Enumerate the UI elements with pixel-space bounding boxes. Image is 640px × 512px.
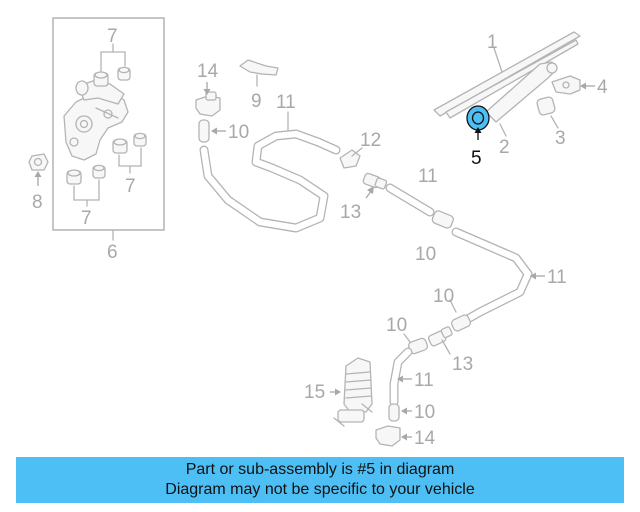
banner-line-disclaimer: Diagram may not be specific to your vehi… bbox=[165, 481, 475, 498]
nut-5-highlighted bbox=[466, 105, 490, 140]
label-part-10-left: 10 bbox=[386, 315, 407, 336]
label-part-13-upper: 13 bbox=[340, 202, 361, 223]
label-part-7-bottom: 7 bbox=[81, 208, 92, 229]
label-part-2: 2 bbox=[499, 137, 510, 158]
label-part-7-top: 7 bbox=[107, 26, 118, 47]
clip-9 bbox=[239, 59, 279, 87]
hose-11-lower bbox=[389, 347, 413, 407]
hose-10-topleft bbox=[198, 119, 226, 143]
wiper-motor bbox=[63, 79, 129, 161]
connector-14-top bbox=[195, 82, 221, 117]
label-part-14-bottom: 14 bbox=[414, 428, 436, 449]
label-part-5: 5 bbox=[471, 148, 482, 169]
label-part-3: 3 bbox=[555, 128, 566, 149]
motor-assembly-group bbox=[52, 17, 165, 241]
connector-14-bottom bbox=[375, 425, 412, 447]
connector-13-lower bbox=[427, 326, 453, 355]
washer-pump-15 bbox=[330, 357, 373, 427]
label-part-15: 15 bbox=[304, 382, 325, 403]
nozzle-4 bbox=[551, 75, 595, 95]
label-part-11-upper: 11 bbox=[418, 166, 438, 187]
label-part-9: 9 bbox=[251, 91, 262, 112]
label-part-10-topleft: 10 bbox=[228, 122, 249, 143]
check-valve-12 bbox=[339, 147, 363, 169]
coupler-10-bottom bbox=[388, 403, 412, 422]
connector-13-upper bbox=[362, 172, 388, 199]
hose-11-main bbox=[385, 183, 545, 325]
label-part-11-right: 11 bbox=[547, 267, 567, 288]
label-part-10-bottom: 10 bbox=[414, 402, 435, 423]
coupler-10-right bbox=[449, 299, 472, 332]
parts-diagram: 1 2 3 4 5 6 7 7 7 8 9 10 10 10 10 10 11 … bbox=[28, 17, 608, 449]
coupler-10-left bbox=[403, 333, 429, 355]
hose-loop-11 bbox=[199, 111, 341, 233]
label-part-13-lower: 13 bbox=[452, 354, 473, 375]
nut-8 bbox=[28, 153, 49, 186]
label-part-11-lower: 11 bbox=[414, 370, 434, 391]
wiper-blade-1 bbox=[433, 31, 581, 119]
cap-3 bbox=[536, 96, 559, 129]
label-part-4: 4 bbox=[597, 77, 608, 98]
grommets-7-bottom bbox=[66, 164, 106, 207]
label-part-11-loop: 11 bbox=[276, 92, 296, 113]
label-part-14-top: 14 bbox=[197, 61, 219, 82]
label-part-1: 1 bbox=[487, 32, 498, 53]
label-part-12: 12 bbox=[360, 130, 381, 151]
banner-line-part-number: Part or sub-assembly is #5 in diagram bbox=[185, 461, 455, 478]
info-banner: Part or sub-assembly is #5 in diagram Di… bbox=[16, 457, 624, 503]
label-part-8: 8 bbox=[32, 192, 43, 213]
grommets-7-right bbox=[112, 132, 147, 174]
wiper-arm-2 bbox=[485, 61, 558, 137]
label-part-10-mid: 10 bbox=[415, 244, 436, 265]
label-part-6: 6 bbox=[107, 242, 118, 263]
label-part-7-right: 7 bbox=[125, 176, 136, 197]
label-part-10-right: 10 bbox=[433, 286, 454, 307]
coupler-10-mid bbox=[431, 210, 454, 229]
grommets-7-top bbox=[93, 43, 131, 87]
